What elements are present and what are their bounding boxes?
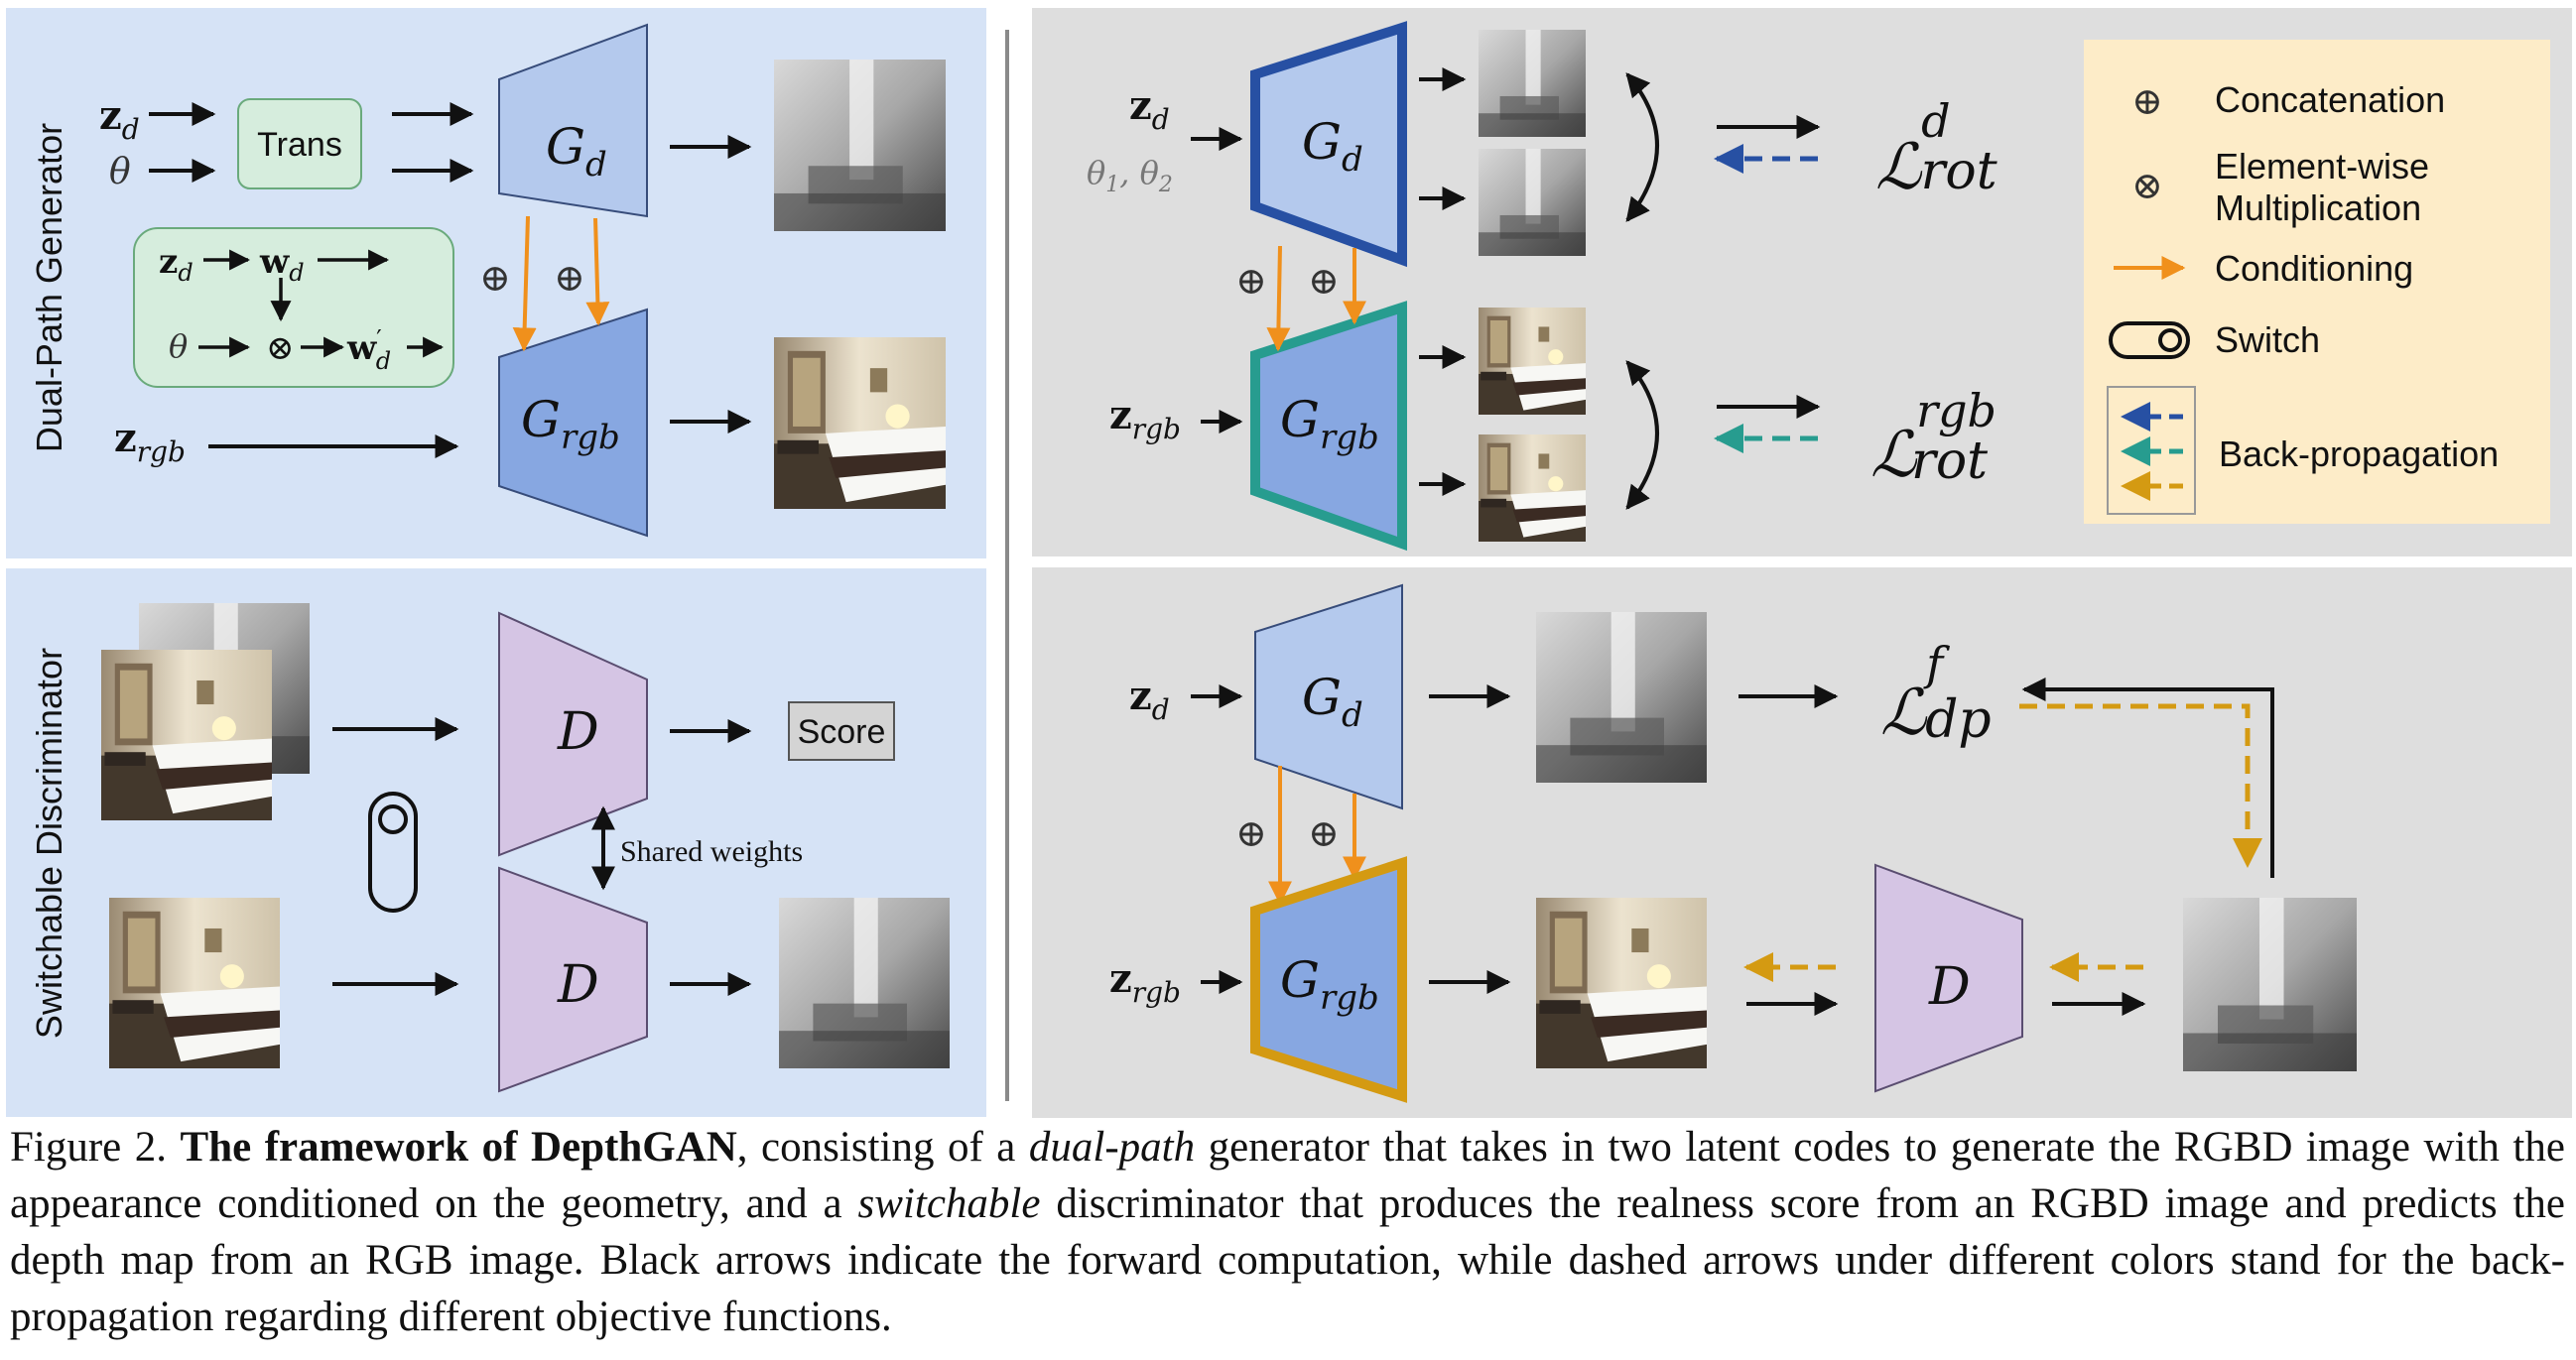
rotation-thetas: θ1, θ2 [1087,154,1173,197]
generator-gd-label: Gd [546,118,607,185]
predicted-depth-image [779,898,950,1068]
depth-generator-grgb [1250,856,1407,1103]
oplus-symbol: ⊕ [1235,259,1267,303]
caption-title: The framework of DepthGAN [180,1124,737,1171]
mapping-wprime: w′d [346,325,391,375]
input-zd: zd [99,92,140,146]
mapping-wd: wd [259,242,305,287]
oplus-symbol: ⊕ [1308,259,1340,303]
rgb-output-image [774,337,946,509]
legend-concat-symbol: ⊕ [2131,79,2163,123]
conditioning-arrow [1266,245,1291,352]
shared-weights-label: Shared weights [620,835,803,868]
generator-grgb-label: Grgb [521,391,620,457]
rotated-rgb-2 [1479,434,1586,542]
discriminator-title: Switchable Discriminator [29,648,69,1039]
score-box [788,701,895,761]
rotation-zd: zd [1129,82,1170,136]
rotation-zrgb: zrgb [1109,392,1181,445]
depth-discriminator [1874,863,2023,1093]
depth-generator-gd [1254,583,1403,810]
framework-figure: Dual-Path Generator zd θ Trans zd wd θ ⊗… [6,8,2572,1118]
discriminator-top-label: D [557,702,599,762]
legend-concat-label: Concatenation [2215,79,2445,120]
discriminator-top [498,611,648,857]
legend-conditioning-label: Conditioning [2215,248,2413,289]
oplus-symbol: ⊕ [554,256,585,300]
rotation-generator-gd [1250,21,1407,268]
generated-rgb-image [1536,898,1707,1068]
switch-knob [378,804,408,834]
figure-caption: Figure 2. The framework of DepthGAN, con… [10,1124,2565,1340]
legend-switch-knob [2158,328,2182,352]
predicted-depth-map [2183,898,2357,1071]
otimes-symbol: ⊗ [266,328,295,368]
rgb-input-image [109,898,280,1068]
input-theta: θ [109,152,131,192]
rotated-depth-1 [1479,30,1586,137]
oplus-symbol: ⊕ [479,256,511,300]
backprop-arrow-gold [2019,703,2262,868]
legend-backprop-label: Back-propagation [2219,433,2499,474]
oplus-symbol: ⊕ [1308,811,1340,855]
trans-label: Trans [257,126,342,164]
caption-label: Figure 2. [10,1124,168,1171]
rotation-gd-label: Gd [1302,113,1363,180]
generator-gd [498,23,648,218]
generated-depth-image [1536,612,1707,783]
swap-arrow [1625,72,1659,222]
depth-zd: zd [1129,673,1170,726]
swap-arrow [1625,360,1659,510]
rotated-rgb-1 [1479,308,1586,415]
legend-backprop-frame [2107,386,2196,515]
conditioning-arrow [585,217,610,326]
mapping-zd: zd [159,242,193,287]
legend-box [2084,40,2550,524]
depth-zrgb: zrgb [1109,955,1181,1009]
legend-switch-label: Switch [2215,319,2320,360]
depth-gd-label: Gd [1302,669,1363,735]
score-label: Score [798,713,886,751]
legend-mult-symbol: ⊗ [2131,164,2163,207]
depth-discriminator-label: D [1928,957,1971,1017]
rgbd-input-rgb [101,650,272,820]
oplus-symbol: ⊕ [1235,811,1267,855]
mapping-theta: θ [169,327,188,365]
legend-switch-icon [2109,321,2190,359]
switch-icon [368,792,418,913]
conditioning-arrow [512,215,537,352]
depth-grgb-label: Grgb [1280,951,1379,1018]
rotated-depth-2 [1479,149,1586,256]
trans-box [237,98,362,189]
discriminator-bottom-label: D [557,955,599,1015]
discriminator-bottom [498,866,648,1093]
depth-output-image [774,60,946,231]
input-zrgb: zrgb [114,415,186,468]
rotation-grgb-label: Grgb [1280,391,1379,457]
dual-path-title: Dual-Path Generator [29,123,69,452]
